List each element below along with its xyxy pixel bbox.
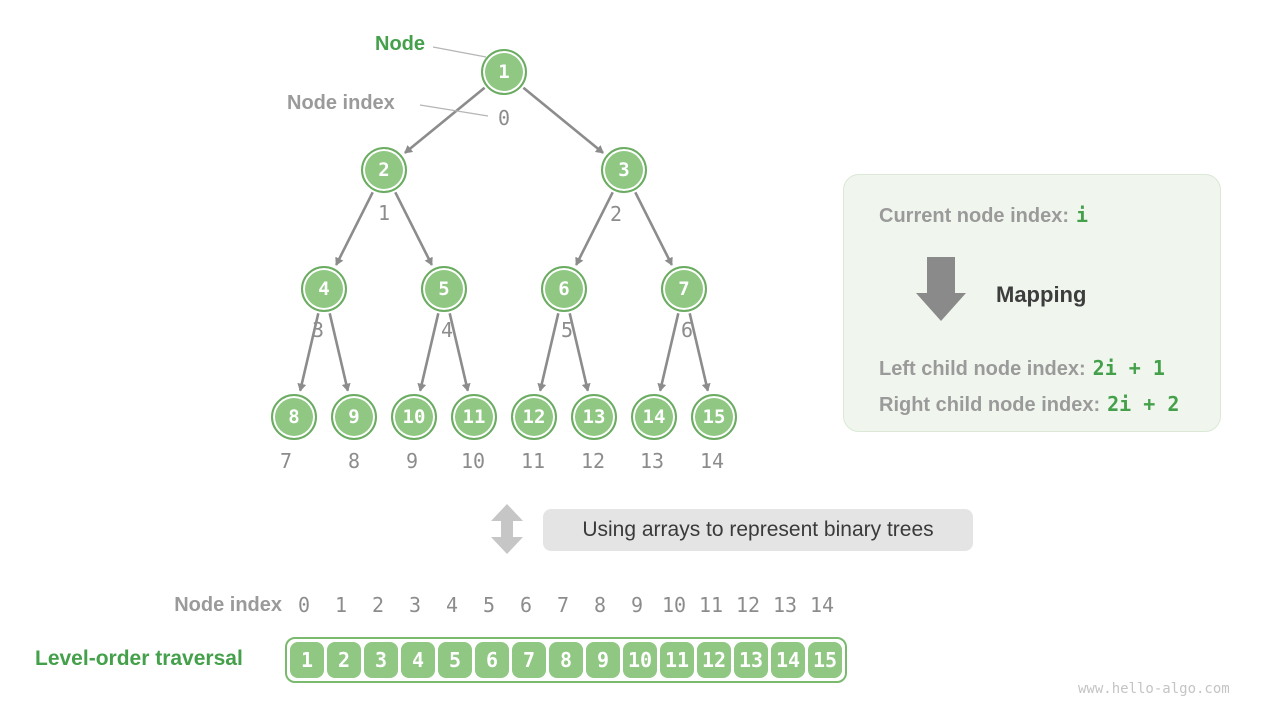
array-index: 14 <box>809 593 835 617</box>
array-index: 11 <box>698 593 724 617</box>
right-child-index-line: Right child node index: 2i + 2 <box>879 392 1179 417</box>
array-index: 10 <box>661 593 687 617</box>
tree-node-5: 5 <box>421 266 467 312</box>
left-child-index-value: 2i + 1 <box>1092 356 1165 380</box>
tree-node-4: 4 <box>301 266 347 312</box>
tree-node-10: 10 <box>391 394 437 440</box>
node-index-callout-label: Node index <box>287 92 395 114</box>
array-cell: 6 <box>475 642 509 678</box>
array-index: 6 <box>519 593 533 617</box>
left-child-index-line: Left child node index: 2i + 1 <box>879 356 1165 381</box>
node-index-label: 10 <box>460 449 486 473</box>
tree-node-3: 3 <box>601 147 647 193</box>
array-index: 3 <box>408 593 422 617</box>
array-cell: 11 <box>660 642 694 678</box>
array-index: 9 <box>630 593 644 617</box>
node-index-label: 14 <box>699 449 725 473</box>
current-node-index-value: i <box>1076 203 1089 227</box>
array-index: 12 <box>735 593 761 617</box>
array-index: 0 <box>297 593 311 617</box>
watermark: www.hello-algo.com <box>1078 681 1230 697</box>
array-index: 13 <box>772 593 798 617</box>
mapping-label: Mapping <box>996 282 1087 307</box>
array-cell: 1 <box>290 642 324 678</box>
node-index-label: 1 <box>377 201 391 225</box>
node-index-label: 12 <box>580 449 606 473</box>
array-cell: 5 <box>438 642 472 678</box>
array-cell: 8 <box>549 642 583 678</box>
tree-node-12: 12 <box>511 394 557 440</box>
node-index-label: 0 <box>497 106 511 130</box>
array-index: 5 <box>482 593 496 617</box>
tree-node-1: 1 <box>481 49 527 95</box>
array-cell: 2 <box>327 642 361 678</box>
array-index: 4 <box>445 593 459 617</box>
right-child-index-value: 2i + 2 <box>1107 392 1180 416</box>
node-index-label: 2 <box>609 202 623 226</box>
down-arrow-icon <box>916 257 966 321</box>
right-child-index-label: Right child node index: <box>879 394 1101 416</box>
node-index-label: 3 <box>311 318 325 342</box>
array-cell: 12 <box>697 642 731 678</box>
current-node-index-line: Current node index: i <box>879 203 1088 228</box>
array-cell: 13 <box>734 642 768 678</box>
tree-node-11: 11 <box>451 394 497 440</box>
mapping-panel: Current node index: i Mapping Left child … <box>843 174 1221 432</box>
array-cell: 10 <box>623 642 657 678</box>
array-cell: 9 <box>586 642 620 678</box>
array-cell: 3 <box>364 642 398 678</box>
array-index: 7 <box>556 593 570 617</box>
level-order-array: 1 2 3 4 5 6 7 8 9 10 11 12 13 14 15 <box>285 637 847 683</box>
tree-node-7: 7 <box>661 266 707 312</box>
node-index-label: 6 <box>680 318 694 342</box>
callout-lines <box>419 46 489 117</box>
tree-node-15: 15 <box>691 394 737 440</box>
left-child-index-label: Left child node index: <box>879 358 1086 380</box>
node-index-label: 9 <box>405 449 419 473</box>
node-index-label: 8 <box>347 449 361 473</box>
node-callout-label: Node <box>375 33 425 55</box>
array-cell: 4 <box>401 642 435 678</box>
array-index: 8 <box>593 593 607 617</box>
tree-node-2: 2 <box>361 147 407 193</box>
array-index: 1 <box>334 593 348 617</box>
tree-node-8: 8 <box>271 394 317 440</box>
node-index-label: 4 <box>440 318 454 342</box>
array-cell: 7 <box>512 642 546 678</box>
up-down-arrow-icon <box>491 504 523 554</box>
array-cell: 14 <box>771 642 805 678</box>
tree-node-6: 6 <box>541 266 587 312</box>
tree-node-13: 13 <box>571 394 617 440</box>
node-index-label: 5 <box>560 318 574 342</box>
array-cell: 15 <box>808 642 842 678</box>
node-index-label: 11 <box>520 449 546 473</box>
node-index-label: 7 <box>279 449 293 473</box>
tree-node-14: 14 <box>631 394 677 440</box>
tree-node-9: 9 <box>331 394 377 440</box>
section-title-pill: Using arrays to represent binary trees <box>543 509 973 551</box>
node-index-label: 13 <box>639 449 665 473</box>
array-index-label: Node index <box>174 594 282 616</box>
array-index: 2 <box>371 593 385 617</box>
current-node-index-label: Current node index: <box>879 205 1070 227</box>
traversal-label: Level-order traversal <box>35 647 243 670</box>
array-index-row: 0 1 2 3 4 5 6 7 8 9 10 11 12 13 14 <box>287 593 839 617</box>
